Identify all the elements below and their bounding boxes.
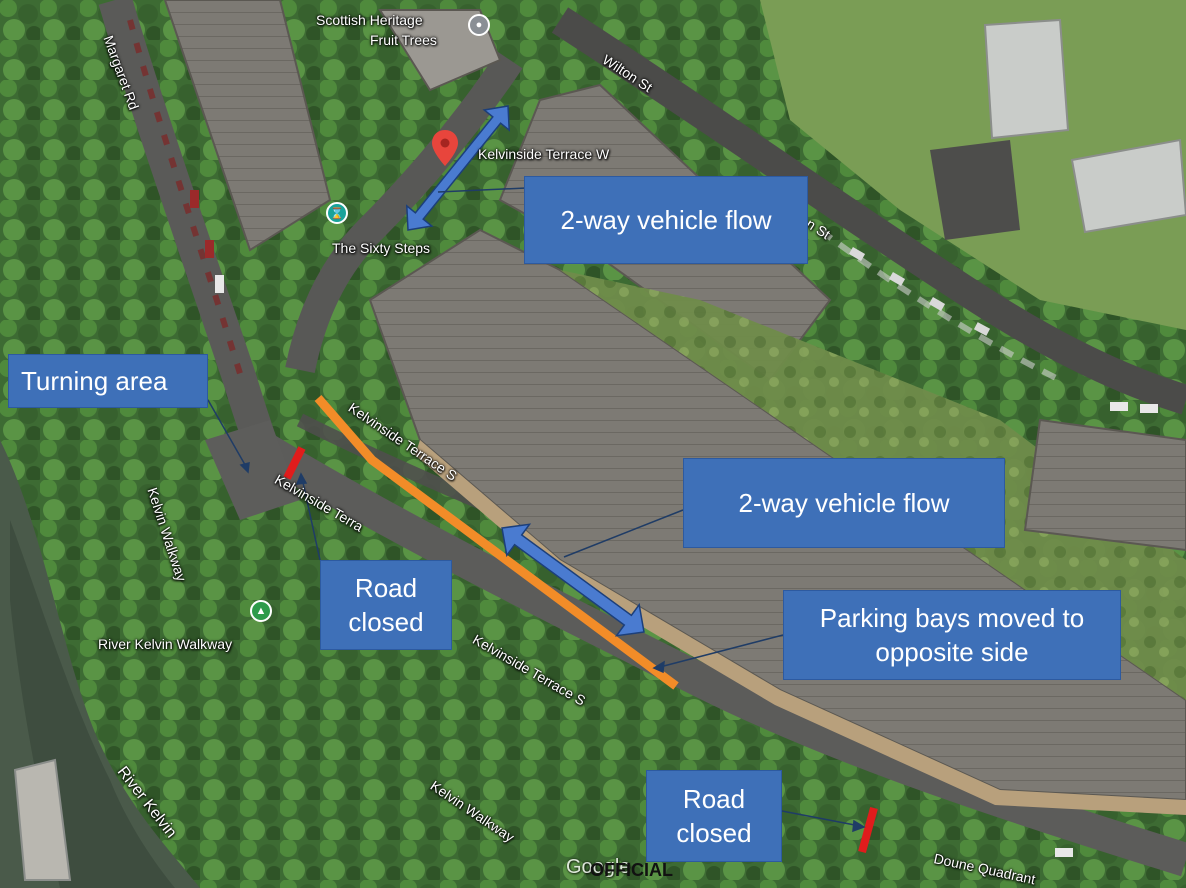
location-pin-icon[interactable] [432,130,458,166]
callout-road-closed-left-line2: closed [348,607,424,637]
kelvinside-terrace-w-road [285,51,523,374]
building-right-upper-2 [1070,138,1186,234]
two-way-arrow-top [405,105,511,231]
double-arrow-shape [501,523,645,637]
building-bottom-left [13,758,72,881]
callout-two-way-middle: 2-way vehicle flow [683,458,1005,548]
callout-parking-line1: Parking bays moved to [819,603,1085,633]
double-arrow-shape [405,105,511,231]
callout-parking-line2: opposite side [875,637,1029,667]
two-way-arrow-middle [501,523,645,637]
paved-courtyard [930,140,1020,240]
building-right-upper-1 [983,18,1070,140]
road-closed-marker-left [283,446,306,480]
poi-label-fruit-trees-2[interactable]: Fruit Trees [370,32,437,48]
callout-road-closed-bottom: Road closed [646,770,782,862]
callout-two-way-top: 2-way vehicle flow [524,176,808,264]
callout-turning-area: Turning area [8,354,208,408]
google-watermark: Google [566,856,631,878]
building-right-mid [1023,418,1186,552]
official-stamp: OFFICIAL [590,860,673,880]
leader-two-way-top [437,187,527,193]
callout-road-closed-bottom-line1: Road [682,784,746,814]
callout-parking-bays: Parking bays moved to opposite side [783,590,1121,680]
leader-road-closed-bottom [781,810,861,827]
callout-road-closed-left-line1: Road [354,573,418,603]
leader-turning-area [207,399,249,471]
leader-parking [655,634,784,669]
parking-bays-line [314,395,679,690]
road-closed-marker-bottom [858,806,878,854]
poi-label-river-walkway[interactable]: River Kelvin Walkway [98,636,233,652]
stairs-icon[interactable]: ⌛ [326,202,348,224]
callout-road-closed-bottom-line2: closed [676,818,752,848]
parked-cars [190,190,1158,857]
poi-label-sixty-steps[interactable]: The Sixty Steps [332,240,431,256]
label-kelvinside-terrace-w: Kelvinside Terrace W [478,146,610,162]
building-top-left [163,0,332,252]
poi-label-fruit-trees-1[interactable]: Scottish Heritage [316,12,423,28]
wilton-st [551,7,1186,415]
place-pin-icon[interactable]: ● [468,14,490,36]
leader-two-way-middle [563,509,684,558]
tree-icon[interactable]: ▲ [250,600,272,622]
turning-area-surface [205,420,300,520]
callout-road-closed-left: Road closed [320,560,452,650]
leader-road-closed-left [301,477,321,561]
